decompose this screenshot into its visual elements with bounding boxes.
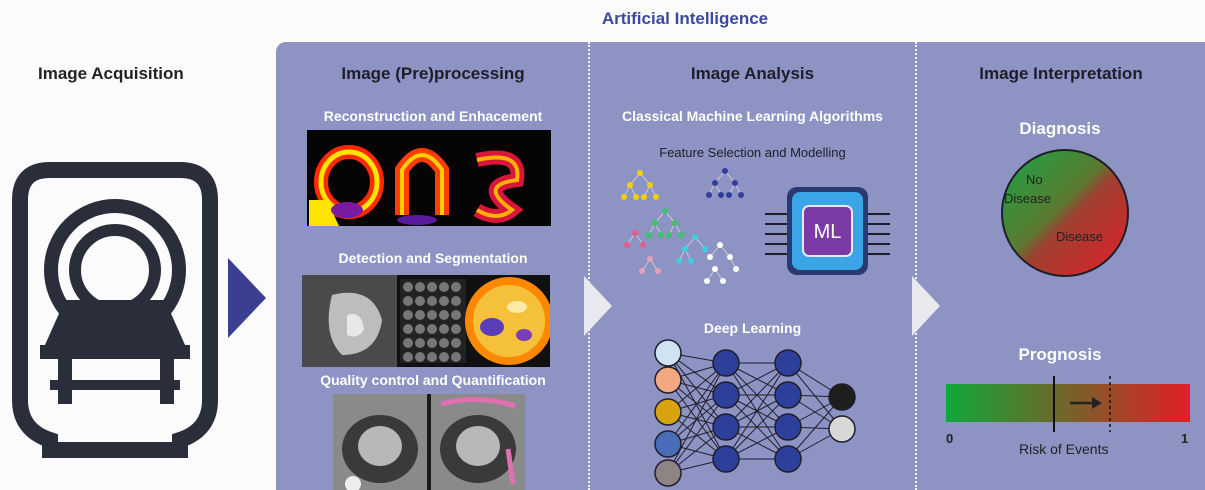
no-disease-label-line2: Disease (1004, 191, 1051, 206)
arrow-acquisition-to-processing (228, 258, 266, 338)
interpretation-title: Image Interpretation (979, 64, 1143, 83)
separator-2 (915, 42, 917, 490)
arrow-processing-to-analysis (584, 276, 612, 336)
diagnosis-circle (1001, 149, 1129, 277)
scanner-icon (12, 162, 218, 458)
decision-trees-illustration (621, 168, 744, 284)
no-disease-label-line1: No (1026, 172, 1043, 187)
ml-chip-label: ML (813, 221, 842, 243)
separator-1 (588, 42, 590, 490)
quality-quantification-image (333, 394, 525, 490)
step-reconstruction-label: Reconstruction and Enhacement (323, 108, 543, 124)
analysis-title: Image Analysis (690, 64, 815, 83)
artificial-intelligence-title: Artificial Intelligence (601, 9, 769, 28)
disease-label: Disease (1056, 229, 1103, 244)
classical-ml-title: Classical Machine Learning Algorithms (622, 108, 883, 124)
detection-segmentation-image (302, 275, 550, 367)
step-quality-label: Quality control and Quantification (320, 372, 546, 388)
spect-reconstruction-image (307, 130, 551, 226)
neural-network-diagram (654, 339, 856, 487)
preprocessing-title: Image (Pre)processing (341, 64, 525, 83)
prognosis-title: Prognosis (1018, 345, 1102, 364)
scale-min-label: 0 (946, 431, 954, 446)
scale-max-label: 1 (1181, 431, 1189, 446)
image-acquisition-title: Image Acquisition (38, 64, 184, 83)
arrow-analysis-to-interpretation (912, 276, 940, 336)
risk-of-events-label: Risk of Events (1019, 441, 1109, 457)
diagnosis-title: Diagnosis (1019, 119, 1101, 138)
step-detection-label: Detection and Segmentation (338, 250, 528, 266)
ml-chip-icon (765, 187, 890, 275)
risk-scale-bar (946, 376, 1190, 432)
deep-learning-title: Deep Learning (703, 320, 802, 336)
feature-selection-label: Feature Selection and Modelling (659, 145, 846, 160)
